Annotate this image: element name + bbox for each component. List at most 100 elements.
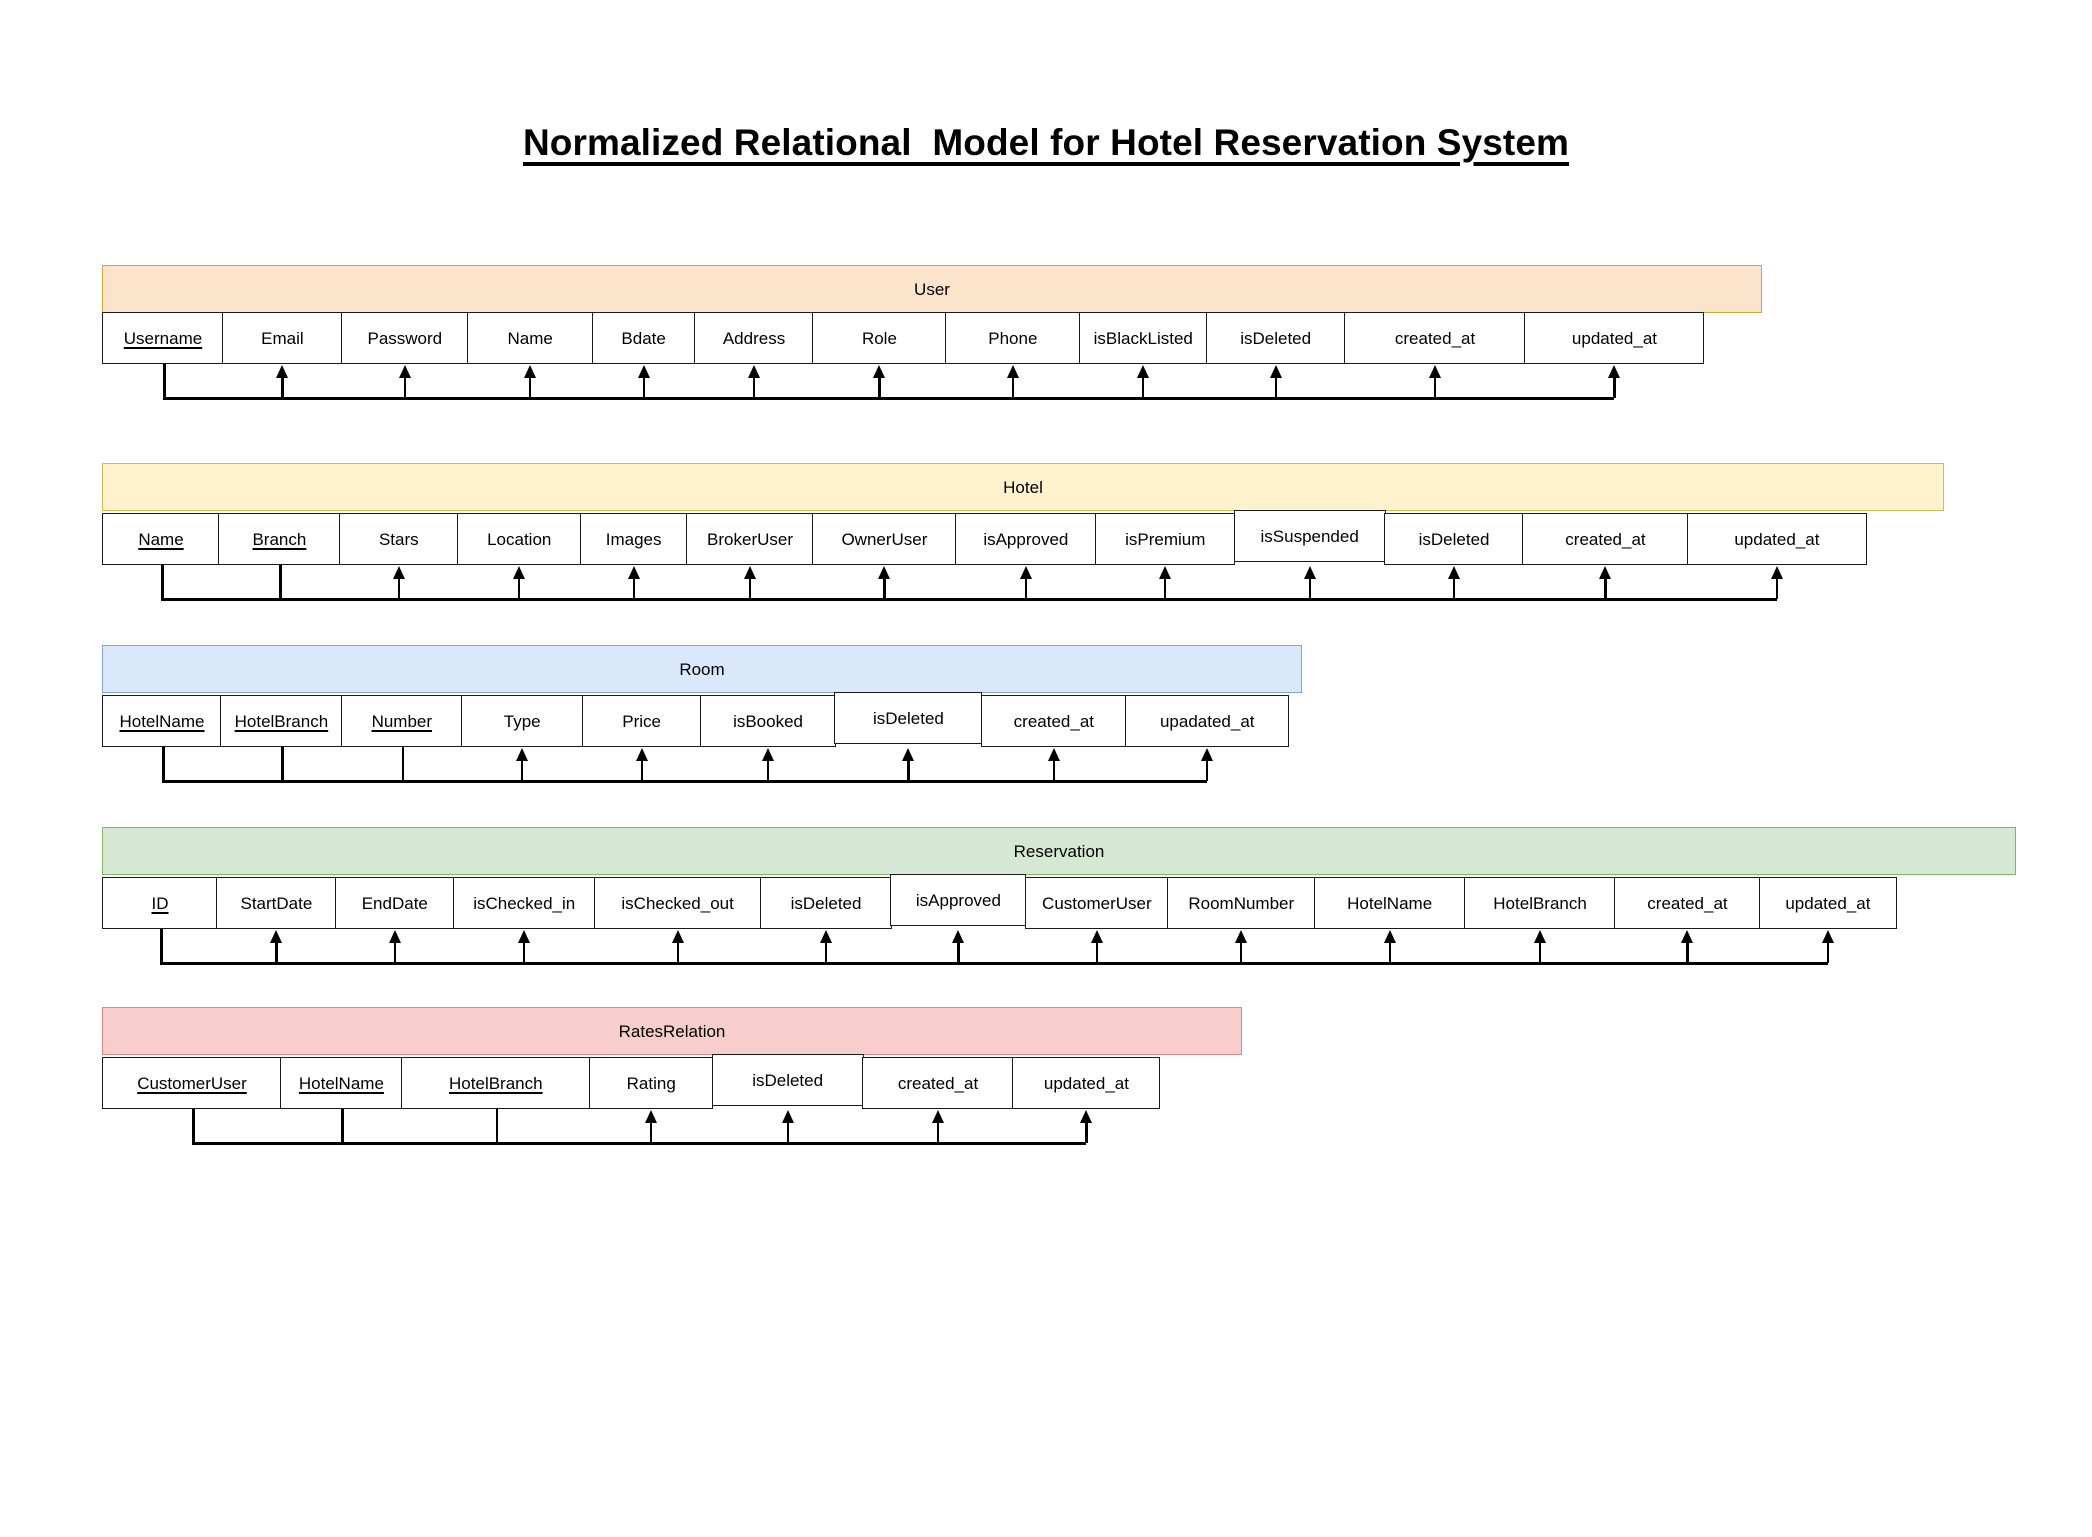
dependency-arrow xyxy=(825,941,828,963)
dependency-stem xyxy=(401,747,405,783)
primary-key-attribute-label: Name xyxy=(138,529,184,549)
attribute-label: isDeleted xyxy=(752,1070,824,1090)
attribute-label: isApproved xyxy=(983,529,1069,549)
attribute-label: isDeleted xyxy=(1418,529,1490,549)
attribute-cell: created_at xyxy=(1522,513,1689,565)
dependency-arrow xyxy=(518,577,521,599)
dependency-arrow xyxy=(650,1121,653,1143)
primary-key-attribute-label: HotelName xyxy=(298,1073,384,1093)
attribute-cell: isDeleted xyxy=(1205,312,1346,364)
attribute-label: isPremium xyxy=(1125,529,1206,549)
page-title-text: Normalized Relational Model for Hotel Re… xyxy=(522,122,1570,163)
attribute-cell: Name xyxy=(467,312,594,364)
dependency-arrow xyxy=(642,376,645,398)
dependency-arrow xyxy=(1085,1121,1088,1143)
dependency-arrow xyxy=(275,941,278,963)
dependency-arrow xyxy=(1024,577,1027,599)
attribute-cell: Location xyxy=(457,513,582,565)
attribute-cell: Number xyxy=(340,695,463,747)
dependency-arrow xyxy=(1604,577,1607,599)
attribute-label: HotelName xyxy=(1347,893,1433,913)
dependency-arrow xyxy=(1142,376,1145,398)
attribute-label: created_at xyxy=(1647,893,1728,913)
attribute-cell: StartDate xyxy=(216,877,337,929)
primary-key-attribute-label: Username xyxy=(123,328,203,348)
relation-name-label: Hotel xyxy=(1003,477,1043,497)
attribute-cell: Name xyxy=(102,513,220,565)
attribute-label: isDeleted xyxy=(1240,328,1312,348)
attribute-row: HotelName HotelBranch Number Type Price isBoo… xyxy=(102,692,1302,747)
attribute-cell: isChecked_in xyxy=(453,877,596,929)
attribute-cell: Bdate xyxy=(591,312,696,364)
primary-key-attribute-label: HotelBranch xyxy=(234,711,329,731)
attribute-label: EndDate xyxy=(361,893,428,913)
attribute-cell: updated_at xyxy=(1524,312,1705,364)
attribute-cell: isDeleted xyxy=(1384,513,1525,565)
dependency-arrow xyxy=(753,376,756,398)
attribute-label: created_at xyxy=(897,1073,979,1093)
primary-key-attribute-label: Number xyxy=(371,711,433,731)
dependency-arrow xyxy=(1164,577,1167,599)
relation-name-label: Room xyxy=(679,659,725,679)
dependency-arrow xyxy=(937,1121,940,1143)
attribute-cell: Price xyxy=(581,695,702,747)
attribute-cell: Email xyxy=(222,312,343,364)
attribute-cell: CustomerUser xyxy=(1024,877,1169,929)
attribute-cell: EndDate xyxy=(334,877,455,929)
dependency-stem xyxy=(341,1109,344,1145)
attribute-cell: isDeleted xyxy=(711,1054,864,1106)
dependency-bar xyxy=(162,780,1208,783)
dependency-stem xyxy=(495,1109,499,1145)
attribute-cell: updated_at xyxy=(1012,1057,1161,1109)
attribute-cell: HotelName xyxy=(1313,877,1466,929)
dependency-arrow xyxy=(1240,941,1243,963)
relation-header-room: Room xyxy=(102,645,1302,693)
attribute-label: BrokerUser xyxy=(707,529,794,549)
relation-name-label: Reservation xyxy=(1013,841,1105,861)
dependency-arrow xyxy=(1613,376,1616,398)
dependency-arrow xyxy=(883,577,886,599)
attribute-cell: HotelName xyxy=(102,695,222,747)
attribute-label: Role xyxy=(861,328,897,348)
primary-key-attribute-label: HotelName xyxy=(119,711,205,731)
attribute-label: Address xyxy=(722,328,786,348)
relation-name-label: User xyxy=(914,279,950,299)
dependency-arrow xyxy=(1775,577,1778,599)
dependency-arrow xyxy=(1308,577,1311,599)
dependency-stem xyxy=(281,747,284,783)
dependency-arrow xyxy=(1011,376,1014,398)
attribute-cell: isBooked xyxy=(700,695,837,747)
dependency-arrow xyxy=(281,376,284,398)
attribute-cell: upadated_at xyxy=(1125,695,1290,747)
attribute-label: upadated_at xyxy=(1159,711,1255,731)
primary-key-attribute-label: HotelBranch xyxy=(449,1073,543,1093)
dependency-arrow xyxy=(676,941,679,963)
primary-key-attribute-label: Branch xyxy=(252,529,307,549)
attribute-cell: isApproved xyxy=(954,513,1097,565)
attribute-cell: Address xyxy=(694,312,815,364)
attribute-cell: HotelName xyxy=(280,1057,403,1109)
dependency-bar xyxy=(192,1142,1087,1145)
primary-key-attribute-label: CustomerUser xyxy=(137,1073,247,1093)
attribute-label: Price xyxy=(622,711,661,731)
attribute-label: isSuspended xyxy=(1260,526,1359,546)
dependency-arrow xyxy=(1095,941,1098,963)
dependency-arrow xyxy=(1539,941,1542,963)
attribute-cell: HotelBranch xyxy=(400,1057,591,1109)
dependency-arrow xyxy=(1686,941,1689,963)
attribute-label: Type xyxy=(503,711,541,731)
attribute-cell: ID xyxy=(102,877,218,929)
attribute-label: HotelBranch xyxy=(1493,893,1587,913)
attribute-label: updated_at xyxy=(1043,1073,1129,1093)
attribute-label: updated_at xyxy=(1785,893,1871,913)
attribute-label: Bdate xyxy=(621,328,666,348)
dependency-arrow xyxy=(907,759,910,781)
attribute-cell: Type xyxy=(461,695,584,747)
relation-header-reservation: Reservation xyxy=(102,827,2016,875)
attribute-cell: updated_at xyxy=(1686,513,1867,565)
dependency-arrow xyxy=(640,759,643,781)
dependency-arrow xyxy=(786,1121,789,1143)
relation-header-user: User xyxy=(102,265,1762,313)
